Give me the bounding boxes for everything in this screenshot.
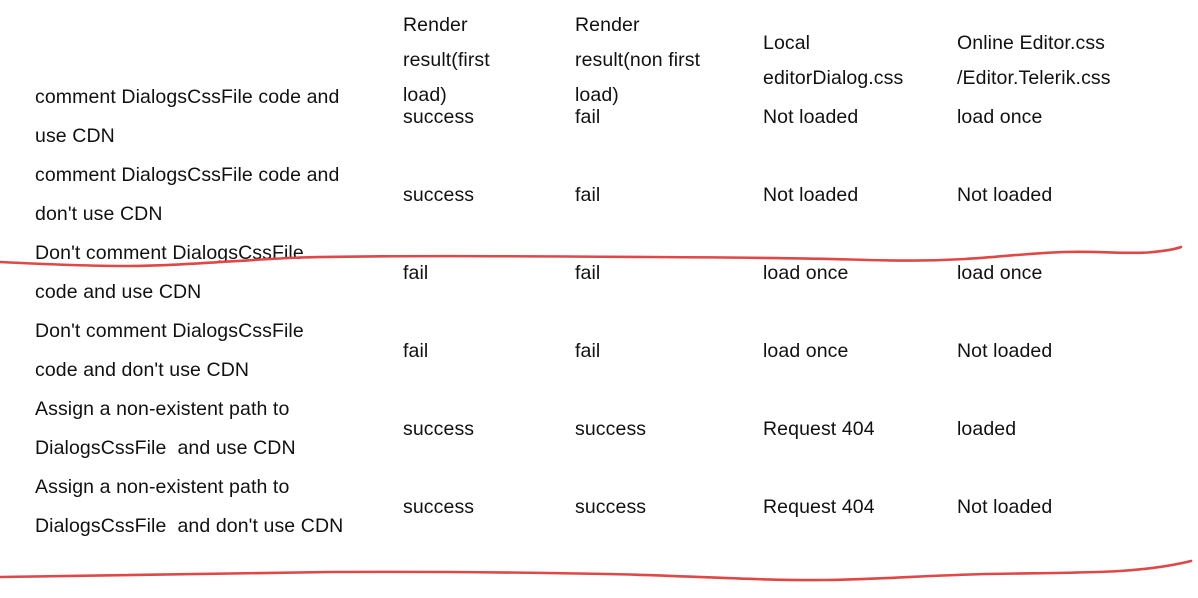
- cell-render-first-load: success: [403, 418, 475, 440]
- cell-online-css: load once: [957, 106, 1043, 128]
- cell-render-first-load: fail: [403, 340, 429, 362]
- cell-local-css: load once: [763, 262, 849, 284]
- cell-render-non-first-load: fail: [575, 106, 601, 128]
- row-label: Don't comment DialogsCssFile code and us…: [35, 242, 304, 303]
- red-squiggle-underline-2: [0, 559, 1193, 582]
- header-cell-online-editor-css: Online Editor.css /Editor.Telerik.css: [957, 31, 1111, 89]
- cell-local-css: Request 404: [763, 496, 875, 518]
- cell-render-first-load: success: [403, 496, 475, 518]
- cell-render-first-load: fail: [403, 262, 429, 284]
- cell-local-css: Not loaded: [763, 184, 859, 206]
- cell-render-non-first-load: fail: [575, 184, 601, 206]
- cell-online-css: Not loaded: [957, 184, 1053, 206]
- cell-online-css: load once: [957, 262, 1043, 284]
- cell-local-css: load once: [763, 340, 849, 362]
- results-table: Render result(first load) Render result(…: [35, 0, 1198, 546]
- cell-online-css: Not loaded: [957, 496, 1053, 518]
- cell-render-non-first-load: fail: [575, 262, 601, 284]
- row-label: comment DialogsCssFile code and don't us…: [35, 164, 340, 225]
- cell-render-non-first-load: fail: [575, 340, 601, 362]
- header-cell-local-editordialog-css: Local editorDialog.css: [763, 31, 904, 89]
- row-label: comment DialogsCssFile code and use CDN: [35, 86, 340, 147]
- row-label: Assign a non-existent path to DialogsCss…: [35, 476, 344, 537]
- cell-local-css: Not loaded: [763, 106, 859, 128]
- cell-online-css: loaded: [957, 418, 1017, 440]
- cell-local-css: Request 404: [763, 418, 875, 440]
- cell-render-first-load: success: [403, 184, 475, 206]
- cell-render-first-load: success: [403, 106, 475, 128]
- header-cell-render-first-load: Render result(first load): [403, 14, 490, 106]
- cell-online-css: Not loaded: [957, 340, 1053, 362]
- header-cell-render-non-first-load: Render result(non first load): [575, 14, 701, 106]
- cell-render-non-first-load: success: [575, 496, 647, 518]
- row-label: Don't comment DialogsCssFile code and do…: [35, 320, 304, 381]
- cell-render-non-first-load: success: [575, 418, 647, 440]
- row-label: Assign a non-existent path to DialogsCss…: [35, 398, 296, 459]
